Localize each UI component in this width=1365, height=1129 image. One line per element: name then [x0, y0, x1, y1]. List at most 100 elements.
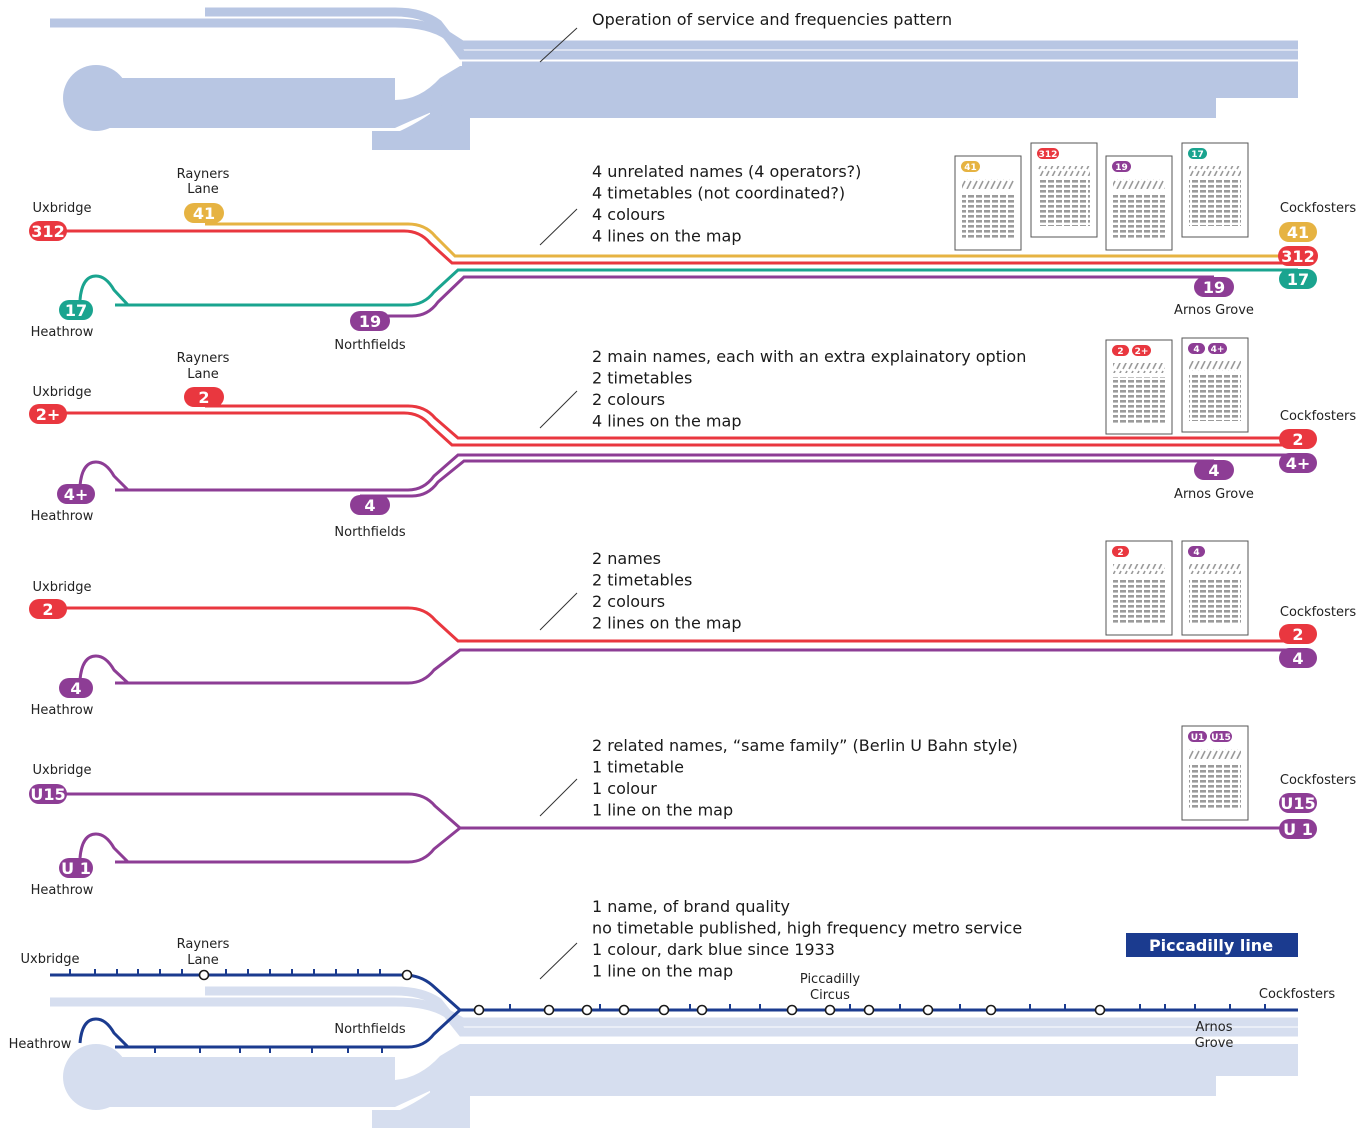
route-badge-label: 2 [1292, 625, 1303, 644]
route-badge-label: 41 [1287, 223, 1309, 242]
description-line: 2 timetables [592, 571, 692, 590]
four-lines-diagram [50, 222, 1298, 318]
two-names-diagram [50, 606, 1298, 685]
timetable-sheet: 19 [1105, 155, 1173, 251]
label-rayners-1: Rayners [177, 351, 230, 366]
timetable-sheet: 312 [1030, 142, 1098, 238]
station-marker [581, 1004, 593, 1016]
label-arnos-grove: Arnos Grove [1174, 303, 1254, 318]
timetable-badge: 4 [1193, 548, 1199, 558]
station-marker [401, 969, 413, 981]
label-uxbridge: Uxbridge [33, 201, 92, 216]
related-names-diagram [50, 792, 1298, 864]
station-marker [985, 1004, 997, 1016]
description-line: 2 timetables [592, 369, 692, 388]
route-badge: 4 [1194, 460, 1234, 480]
route-badge-label: 4+ [64, 485, 89, 504]
label-heathrow: Heathrow [31, 883, 94, 898]
label-uxbridge: Uxbridge [33, 385, 92, 400]
label-arnos-2: Grove [1195, 1036, 1234, 1051]
route-badge-label: 4 [70, 679, 81, 698]
description-line: 1 colour [592, 779, 657, 798]
route-badge-label: 2 [1292, 430, 1303, 449]
route-badge: 17 [1279, 269, 1317, 289]
route-badge: 2 [1279, 624, 1317, 644]
route-badge-label: 41 [193, 204, 215, 223]
dark-blue-heathrow [115, 1008, 462, 1049]
route-badge: 2 [1279, 429, 1317, 449]
route-badge-label: 17 [65, 301, 87, 320]
route-badge-label: 2 [198, 388, 209, 407]
route-badge: U 1 [59, 858, 93, 878]
station-marker [198, 969, 210, 981]
timetable-badge: 4+ [1211, 345, 1225, 355]
label-uxbridge: Uxbridge [33, 763, 92, 778]
station-marker [786, 1004, 798, 1016]
description-line: 4 lines on the map [592, 412, 741, 431]
label-northfields: Northfields [334, 525, 405, 540]
label-rayners-2: Lane [187, 182, 218, 197]
timetable-badge: 2+ [1135, 347, 1149, 357]
description-line: 1 timetable [592, 758, 684, 777]
description-line: 2 lines on the map [592, 614, 741, 633]
description-line: 1 name, of brand quality [592, 897, 790, 916]
label-arnos-grove: Arnos Grove [1174, 487, 1254, 502]
station-marker [1094, 1004, 1106, 1016]
description-line: 1 line on the map [592, 962, 733, 981]
description-line: 2 related names, “same family” (Berlin U… [592, 736, 1018, 755]
main-names-diagram [50, 404, 1298, 498]
station-marker [473, 1004, 485, 1016]
timetable-sheet: 17 [1181, 142, 1249, 238]
line-purple-outer [115, 453, 1298, 492]
description-line: 2 names [592, 549, 661, 568]
label-rayners-2: Lane [187, 953, 218, 968]
label-heathrow: Heathrow [31, 325, 94, 340]
line-red-2 [50, 606, 1298, 643]
route-badge-label: U15 [1280, 794, 1315, 813]
timetable-badge: U1 [1191, 733, 1205, 743]
route-badge-label: 4 [1208, 461, 1219, 480]
description-line: Operation of service and frequencies pat… [592, 10, 952, 29]
label-heathrow: Heathrow [9, 1037, 72, 1052]
description-line: 2 main names, each with an extra explain… [592, 347, 1026, 366]
line-purple-inner [360, 459, 1214, 498]
route-badge-label: 17 [1287, 270, 1309, 289]
label-piccadilly-1: Piccadilly [800, 972, 861, 987]
label-heathrow: Heathrow [31, 509, 94, 524]
timetable-badge: 4 [1193, 345, 1199, 355]
line-u15 [50, 792, 1298, 830]
timetable-badge: U15 [1211, 733, 1231, 743]
line-red [50, 229, 1298, 265]
description-line: 4 timetables (not coordinated?) [592, 184, 845, 203]
route-badge-label: 19 [1203, 278, 1225, 297]
route-badge-label: 312 [31, 222, 64, 241]
timetable-badge: 41 [964, 163, 977, 173]
description-line: 4 colours [592, 205, 665, 224]
label-heathrow: Heathrow [31, 703, 94, 718]
route-badge-label: 4+ [1286, 454, 1311, 473]
route-badge: 19 [350, 311, 390, 331]
label-uxbridge: Uxbridge [21, 952, 80, 967]
label-piccadilly-2: Circus [810, 988, 850, 1003]
timetable-badge: 2 [1117, 347, 1123, 357]
timetable-badge: 19 [1115, 163, 1128, 173]
band-main [95, 66, 1298, 128]
label-uxbridge: Uxbridge [33, 580, 92, 595]
description-line: 2 colours [592, 592, 665, 611]
timetable-sheet: 2 2+ [1105, 339, 1173, 435]
label-cockfosters: Cockfosters [1280, 605, 1356, 620]
route-badge: 4 [1279, 648, 1317, 668]
line-red-outer [205, 404, 1298, 440]
route-badge-label: 4 [364, 496, 375, 515]
route-badge: 4+ [57, 484, 95, 504]
station-marker [696, 1004, 708, 1016]
line-red-inner [50, 411, 1298, 447]
line-u1 [115, 826, 461, 864]
label-cockfosters: Cockfosters [1280, 201, 1356, 216]
route-badge: 41 [184, 203, 224, 223]
dark-blue-loop [78, 1017, 130, 1049]
brand-box [1126, 933, 1298, 957]
timetable-sheet: 2 [1105, 540, 1173, 636]
line-teal [115, 268, 1298, 307]
